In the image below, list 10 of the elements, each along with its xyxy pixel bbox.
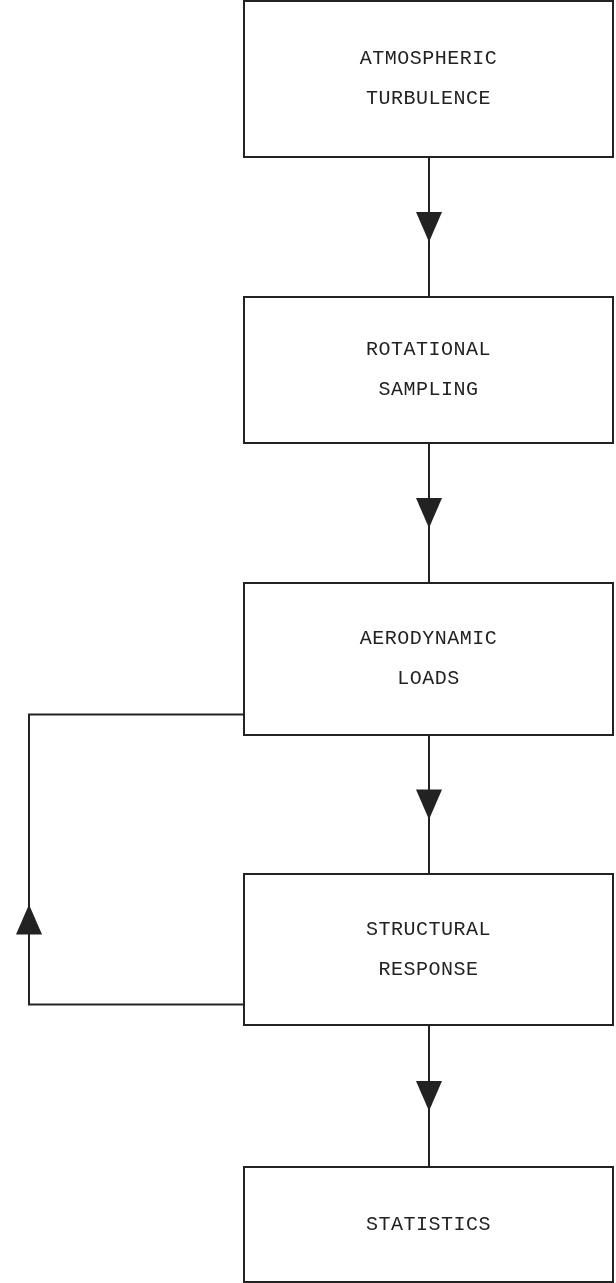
box-label: ATMOSPHERIC TURBULENCE <box>358 46 499 112</box>
box-label: STRUCTURAL RESPONSE <box>365 916 492 983</box>
box-label: AERODYNAMIC LOADS <box>358 626 499 692</box>
process-box <box>243 296 614 444</box>
box-label: STATISTICS <box>365 1211 492 1238</box>
box-label: ROTATIONAL SAMPLING <box>365 337 492 403</box>
process-box <box>243 1166 614 1283</box>
process-box <box>243 0 614 158</box>
process-box <box>243 582 614 736</box>
process-box <box>243 873 614 1026</box>
